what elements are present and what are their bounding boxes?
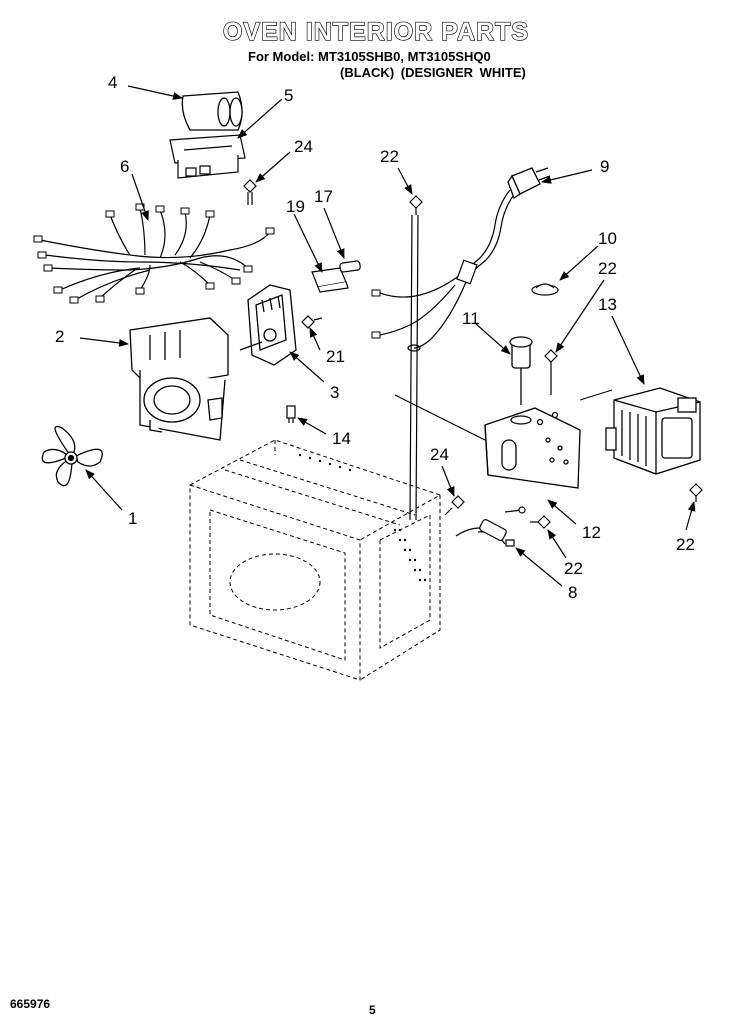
callout-8: 8 [568,583,577,602]
thermal-cutout-part [531,283,559,296]
model-line: For Model: MT3105SHB0, MT3105SHQ0 [248,49,491,64]
callout-2: 2 [55,327,64,346]
leader-lines [79,85,696,587]
callout-6: 6 [120,157,129,176]
callout-24-lower: 24 [430,445,449,464]
screw-22-top-part [409,195,423,215]
callout-5: 5 [284,86,293,105]
screw-21-part [301,315,323,329]
wire-harness-terminals [33,203,275,304]
callout-10: 10 [598,229,617,248]
screw-24-lower-part [444,495,465,516]
callout-17: 17 [314,187,333,206]
document-number: 665976 [10,997,51,1011]
transformer-bracket-part [484,407,581,489]
oven-cavity-outline [189,439,442,681]
callout-21: 21 [326,347,345,366]
power-cord-terminals [371,289,381,339]
callout-11: 11 [462,309,480,328]
callout-22-right: 22 [676,535,695,554]
power-plug-part [507,167,551,199]
callout-22-top: 22 [380,147,399,166]
screw-22-lower-part [530,515,551,529]
callout-22-lower: 22 [564,559,583,578]
callout-1: 1 [128,509,137,528]
callout-24-upper: 24 [294,137,313,156]
diode-part [509,336,533,405]
callout-12: 12 [582,523,601,542]
screw-22-right-part [689,483,703,502]
callout-3: 3 [330,383,339,402]
capacitor-part [181,91,243,131]
callout-13: 13 [598,295,617,314]
fan-shroud-part [129,317,229,441]
hv-diode-part [455,506,526,547]
cavity-vent-dots [298,453,427,582]
callout-labels: 4 5 24 6 2 1 3 21 19 17 14 22 9 10 22 11… [55,73,695,602]
fuse-part [339,260,361,273]
callout-22-mid: 22 [598,259,617,278]
wire-harness-part [39,207,271,301]
callout-14: 14 [332,429,351,448]
magnetron-part [605,387,701,475]
capacitor-bracket-part [169,134,246,179]
screw-upper-part [243,179,257,205]
switch-holder-part [239,284,297,366]
variants-line: (BLACK) (DESIGNER WHITE) [340,65,526,80]
page-title: OVEN INTERIOR PARTS [222,17,530,46]
power-cord-part [379,189,517,349]
screw-22-mid-part [544,349,558,395]
callout-19: 19 [286,197,305,216]
callout-4: 4 [108,73,117,92]
bracket-guide-line [394,389,613,441]
callout-9: 9 [600,157,609,176]
page-number: 5 [369,1003,376,1017]
fan-blade-part [41,426,103,487]
ground-rod-line [407,214,421,521]
switch-14-part [286,405,296,423]
